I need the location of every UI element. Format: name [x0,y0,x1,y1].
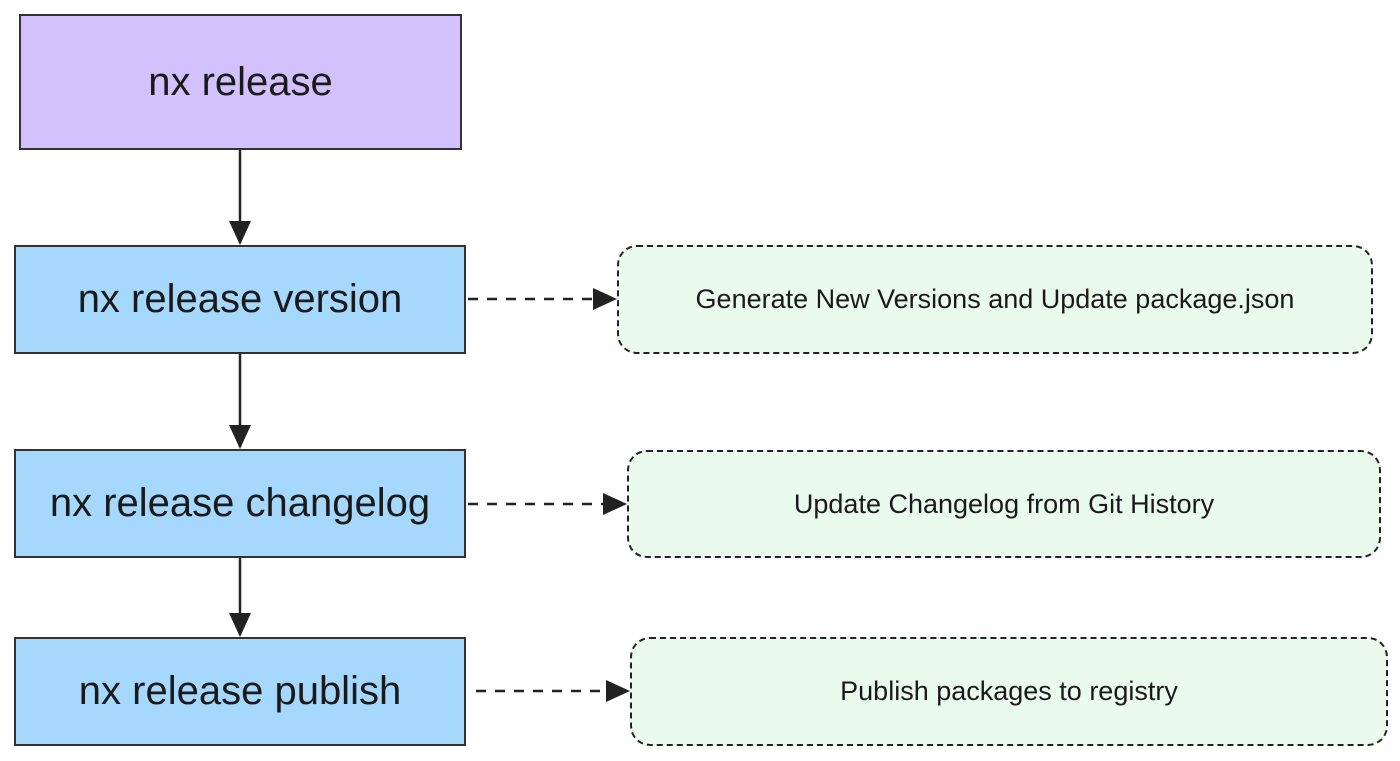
node-nx-release-changelog-label: nx release changelog [49,481,431,525]
node-nx-release-changelog: nx release changelog [14,449,466,558]
node-nx-release-version: nx release version [14,245,466,354]
node-nx-release-version-label: nx release version [77,277,403,321]
node-nx-release: nx release [19,14,462,150]
note-version-text: Generate New Versions and Update package… [695,284,1295,314]
note-version-description: Generate New Versions and Update package… [617,245,1373,354]
note-publish-text: Publish packages to registry [840,676,1178,706]
node-nx-release-publish-label: nx release publish [78,669,402,713]
node-nx-release-publish: nx release publish [14,637,466,746]
node-nx-release-label: nx release [148,59,333,104]
note-publish-description: Publish packages to registry [630,637,1388,746]
note-changelog-description: Update Changelog from Git History [627,450,1381,558]
note-changelog-text: Update Changelog from Git History [793,488,1215,519]
